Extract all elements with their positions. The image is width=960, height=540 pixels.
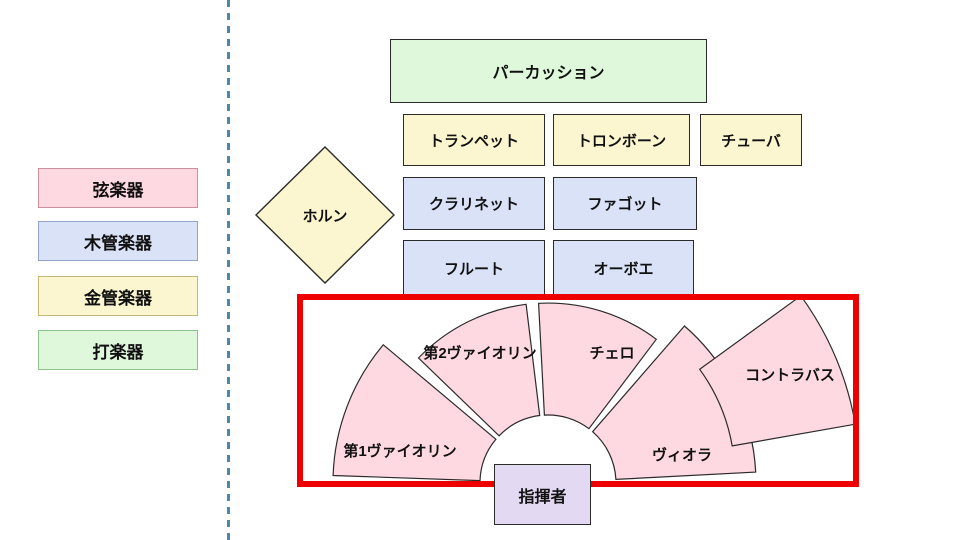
section-percussion: パーカッション [390,39,707,103]
strings-highlight-rect [297,294,859,487]
section-clarinet-label: クラリネット [428,196,519,213]
section-trumpet: トランペット [403,114,545,166]
section-cello [537,302,658,430]
legend-label-brass: 金管楽器 [84,288,152,308]
section-horn-label: ホルン [303,208,348,225]
section-violin2-label: 第2ヴァイオリン [423,344,536,362]
section-violin1 [332,343,497,482]
legend-item-brass: 金管楽器 [38,276,198,316]
section-horn [255,146,395,284]
section-tuba: チューバ [700,114,802,166]
conductor-box: 指揮者 [494,464,591,525]
legend-item-woodwinds: 木管楽器 [38,221,198,261]
section-tuba-label: チューバ [721,132,781,150]
section-flute-label: フルート [443,260,504,278]
section-contrabass [698,294,856,447]
legend-item-percussion: 打楽器 [38,330,198,370]
legend-item-strings: 弦楽器 [38,168,198,208]
section-bassoon-label: ファゴット [587,196,663,213]
legend-label-percussion: 打楽器 [92,342,144,362]
section-viola [591,325,757,481]
section-flute: フルート [403,240,545,296]
legend-label-strings: 弦楽器 [92,180,144,200]
section-trombone: トロンボーン [553,114,690,166]
section-trombone-label: トロンボーン [576,132,667,150]
section-bassoon: ファゴット [553,177,697,230]
section-clarinet: クラリネット [403,177,545,230]
section-trumpet-label: トランペット [428,132,519,150]
section-oboe: オーボエ [553,240,694,296]
section-violin2 [417,303,541,437]
section-contrabass-label: コントラバス [745,367,835,384]
legend-stage-divider [227,0,230,540]
section-viola-label: ヴィオラ [652,446,712,464]
section-cello-label: チェロ [589,345,634,362]
legend-label-woodwinds: 木管楽器 [84,233,152,253]
section-percussion-label: パーカッション [492,65,605,82]
section-oboe-label: オーボエ [593,260,654,278]
section-violin1-label: 第1ヴァイオリン [343,442,456,460]
conductor-label: 指揮者 [518,488,567,506]
